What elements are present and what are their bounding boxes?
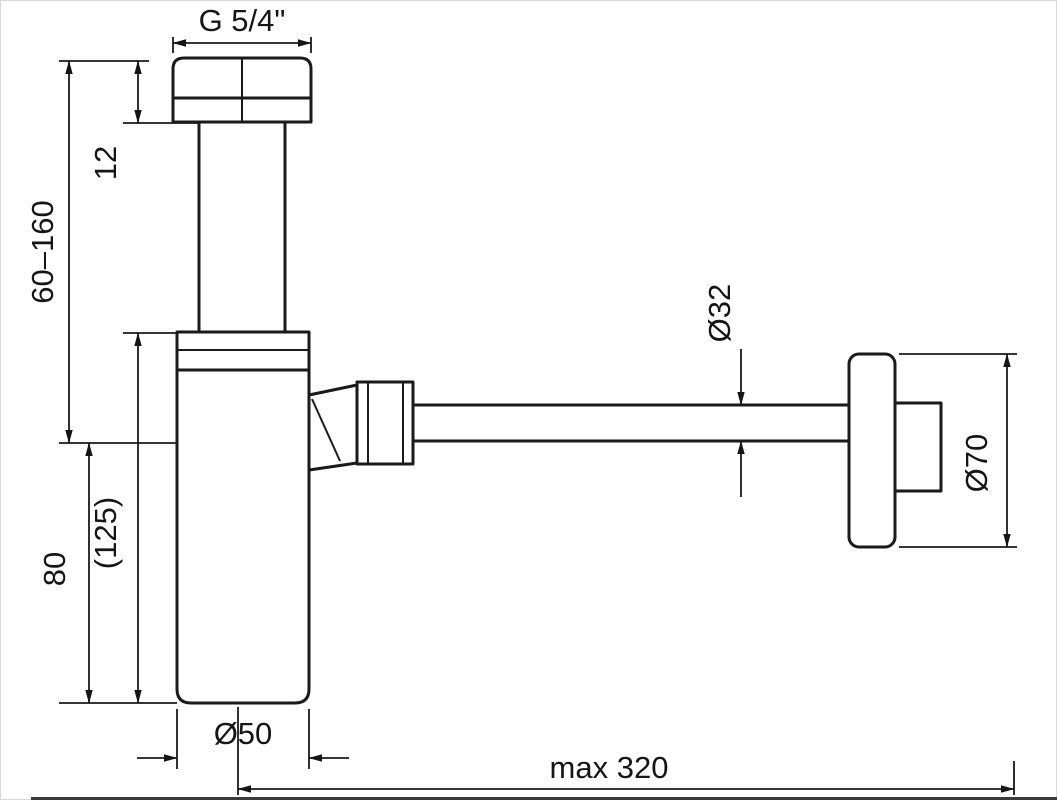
flange-thickness-label: 12 xyxy=(88,146,123,180)
lower-height-label: 80 xyxy=(37,552,72,586)
dim-max-length: max 320 xyxy=(237,707,1015,795)
dim-lower-height: 80 xyxy=(37,442,177,704)
elbow-chamfer-line xyxy=(311,398,341,462)
siphon-assembly xyxy=(171,56,943,705)
trap-body xyxy=(175,368,311,705)
dim-overall-height: (125) xyxy=(88,332,177,704)
pipe-diameter-label: Ø32 xyxy=(702,284,737,343)
dim-flange-thickness: 12 xyxy=(88,60,198,180)
dim-pipe-diameter: Ø32 xyxy=(702,284,745,497)
overall-height-label: (125) xyxy=(88,497,123,569)
thread-size-label: G 5/4" xyxy=(199,3,286,38)
rosette-diameter-label: Ø70 xyxy=(959,434,994,493)
adjustable-height-label: 60–160 xyxy=(25,200,60,303)
elbow xyxy=(307,383,359,472)
dim-thread-size: G 5/4" xyxy=(172,3,312,53)
wall-pipe xyxy=(893,401,943,493)
image-bottom-edge xyxy=(31,797,1057,800)
dim-cup-diameter: Ø50 xyxy=(137,709,349,769)
wall-flange xyxy=(847,352,897,549)
dim-rosette-diameter: Ø70 xyxy=(899,353,1017,548)
compression-nut xyxy=(355,380,415,466)
max-length-label: max 320 xyxy=(550,750,669,785)
cup-diameter-label: Ø50 xyxy=(214,716,273,751)
dim-adjustable-height: 60–160 xyxy=(25,60,177,444)
